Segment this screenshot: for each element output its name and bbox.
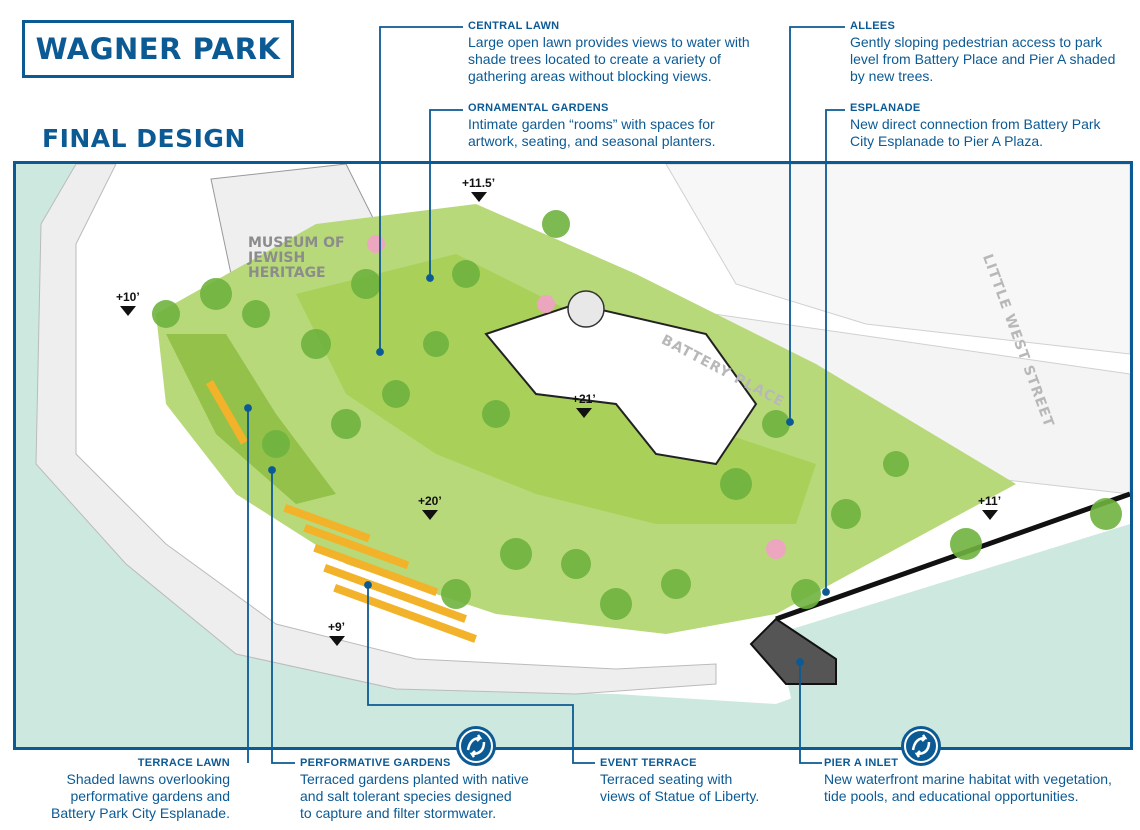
terrace-lawn — [166, 334, 336, 504]
elevation-triangle-icon — [575, 408, 592, 418]
museum-label-line: MUSEUM OF — [248, 235, 345, 251]
annotation-title: PERFORMATIVE GARDENS — [300, 757, 451, 769]
elevation-marker: +11’ — [978, 494, 1001, 520]
elevation-triangle-icon — [981, 510, 998, 520]
page-subtitle: FINAL DESIGN — [42, 124, 246, 153]
annotation-line: and salt tolerant species designed — [300, 788, 512, 804]
annotation-title: EVENT TERRACE — [600, 757, 697, 769]
site-plan-drawing — [16, 164, 1130, 747]
annotation-line: Terraced seating with — [600, 771, 733, 787]
annotation-title: PIER A INLET — [824, 757, 899, 769]
annotation-line: to capture and filter stormwater. — [300, 805, 497, 821]
pavilion-tower — [567, 290, 605, 328]
annotation-description: Gently sloping pedestrian access to park… — [850, 34, 1138, 85]
annotation-title: ALLEES — [850, 20, 896, 32]
elevation-value: +21’ — [572, 392, 596, 406]
elevation-triangle-icon — [470, 192, 487, 202]
annotation-description: New direct connection from Battery Park … — [850, 116, 1138, 150]
annotation-line: shade trees located to create a variety … — [468, 51, 721, 67]
esplanade-walk — [35, 164, 717, 695]
annotation-line: by new trees. — [850, 68, 934, 84]
flowering-trees — [367, 235, 786, 559]
annotation-description: New waterfront marine habitat with veget… — [824, 771, 1138, 805]
annotation-line: Shaded lawns overlooking — [66, 771, 230, 787]
elevation-value: +20’ — [418, 494, 442, 508]
annotation-description: Intimate garden “rooms” with spaces for … — [468, 116, 768, 150]
museum-label: MUSEUM OF JEWISH HERITAGE — [248, 236, 345, 281]
annotation-description: Terraced gardens planted with native and… — [300, 771, 570, 822]
elevation-value: +9’ — [328, 620, 346, 634]
annotation-line: views of Statue of Liberty. — [600, 788, 760, 804]
annotation-title: ORNAMENTAL GARDENS — [468, 102, 609, 114]
annotation-allees: ALLEES Gently sloping pedestrian access … — [850, 20, 1138, 85]
annotation-performative-gardens: PERFORMATIVE GARDENS Terraced gardens pl… — [300, 757, 570, 822]
annotation-line: Large open lawn provides views to water … — [468, 34, 750, 50]
recycle-leaf-glyph — [904, 729, 938, 763]
annotation-ornamental-gardens: ORNAMENTAL GARDENS Intimate garden “room… — [468, 102, 768, 150]
annotation-esplanade: ESPLANADE New direct connection from Bat… — [850, 102, 1138, 150]
annotation-line: level from Battery Place and Pier A shad… — [850, 51, 1116, 67]
elevation-triangle-icon — [328, 636, 345, 646]
annotation-title: ESPLANADE — [850, 102, 921, 114]
building-block — [665, 164, 1130, 355]
elevation-marker: +20’ — [418, 494, 442, 520]
pavilion-building — [484, 302, 758, 466]
museum-label-line: JEWISH — [248, 250, 306, 266]
elevation-marker: +9’ — [328, 620, 345, 646]
recycle-leaf-icon — [456, 726, 496, 766]
annotation-line: performative gardens and — [70, 788, 230, 804]
elevation-marker: +11.5’ — [462, 176, 495, 202]
annotation-line: gathering areas without blocking views. — [468, 68, 712, 84]
elevation-value: +10’ — [116, 290, 140, 304]
annotation-line: City Esplanade to Pier A Plaza. — [850, 133, 1043, 149]
page-title: WAGNER PARK — [35, 32, 281, 66]
site-plan-frame: MUSEUM OF JEWISH HERITAGE BATTERY PLACE … — [13, 161, 1133, 750]
annotation-line: New waterfront marine habitat with veget… — [824, 771, 1112, 787]
annotation-description: Shaded lawns overlooking performative ga… — [30, 771, 230, 822]
annotation-central-lawn: CENTRAL LAWN Large open lawn provides vi… — [468, 20, 788, 85]
elevation-marker: +21’ — [572, 392, 596, 418]
annotation-line: Terraced gardens planted with native — [300, 771, 529, 787]
annotation-title: TERRACE LAWN — [137, 757, 230, 769]
annotation-title: CENTRAL LAWN — [468, 20, 560, 32]
annotation-pier-a-inlet: PIER A INLET New waterfront marine habit… — [824, 757, 1138, 805]
elevation-triangle-icon — [119, 306, 136, 316]
annotation-line: Gently sloping pedestrian access to park — [850, 34, 1103, 50]
annotation-line: tide pools, and educational opportunitie… — [824, 788, 1079, 804]
annotation-terrace-lawn: TERRACE LAWN Shaded lawns overlooking pe… — [30, 757, 230, 822]
inlet-water — [776, 524, 1130, 719]
annotation-line: artwork, seating, and seasonal planters. — [468, 133, 716, 149]
annotation-line: Battery Park City Esplanade. — [51, 805, 230, 821]
annotation-event-terrace: EVENT TERRACE Terraced seating with view… — [600, 757, 810, 805]
annotation-line: New direct connection from Battery Park — [850, 116, 1101, 132]
esplanade-edge — [775, 491, 1130, 622]
annotation-description: Large open lawn provides views to water … — [468, 34, 788, 85]
elevation-value: +11’ — [978, 494, 1002, 508]
title-box: WAGNER PARK — [22, 20, 294, 78]
museum-label-line: HERITAGE — [248, 265, 326, 281]
elevation-value: +11.5’ — [462, 176, 496, 190]
recycle-leaf-glyph — [459, 729, 493, 763]
elevation-marker: +10’ — [116, 290, 140, 316]
annotation-description: Terraced seating with views of Statue of… — [600, 771, 810, 805]
recycle-leaf-icon — [901, 726, 941, 766]
annotation-line: Intimate garden “rooms” with spaces for — [468, 116, 715, 132]
river-water — [16, 164, 1130, 747]
elevation-triangle-icon — [421, 510, 438, 520]
